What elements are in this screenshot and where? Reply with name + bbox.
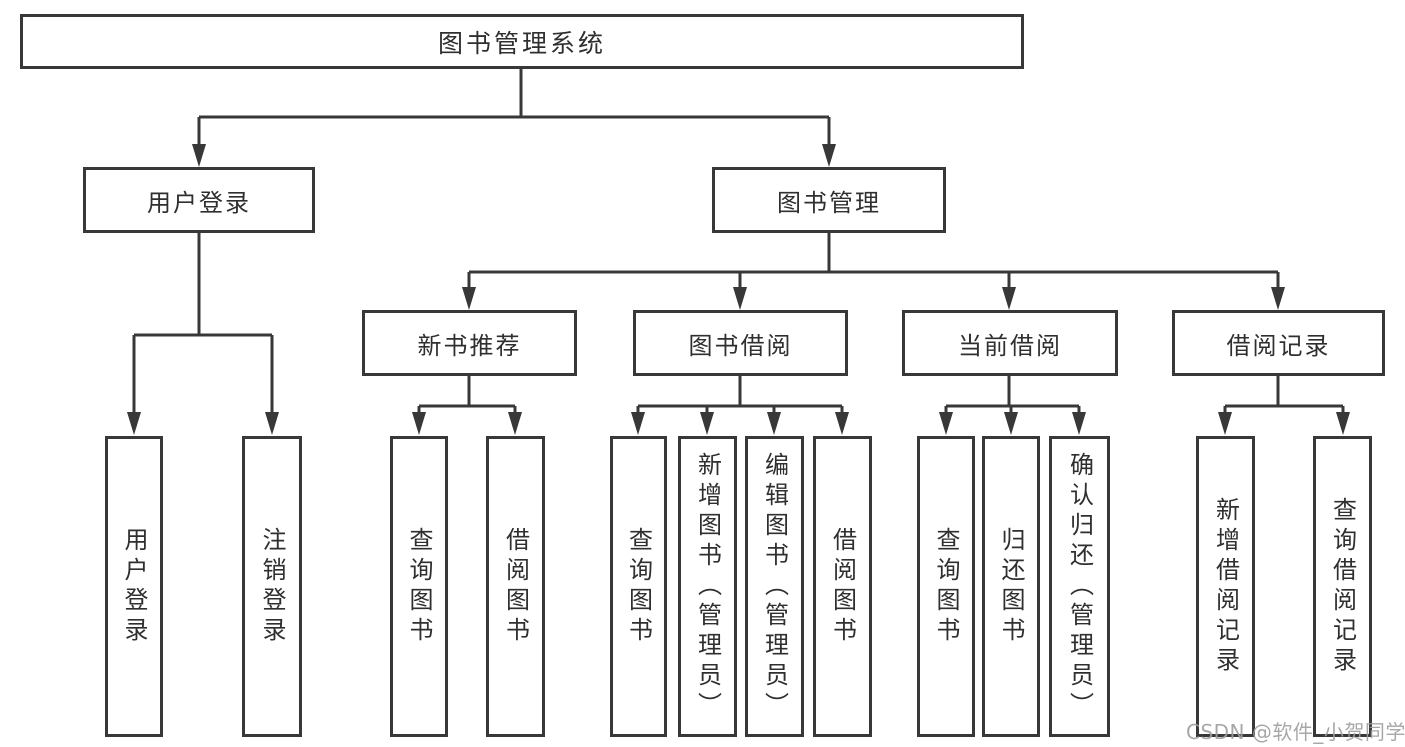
arrowhead-icon [265, 412, 279, 435]
arrowhead-icon [939, 412, 953, 435]
node-book-borrowing: 图书借阅 [633, 310, 848, 376]
leaf-query-books-current: 查询图书 [917, 436, 975, 737]
node-book-management: 图书管理 [712, 167, 946, 233]
arrowhead-icon [1004, 412, 1018, 435]
connector-root-to-level2 [192, 69, 836, 167]
arrowhead-icon [462, 287, 476, 310]
connector-book-borrow-to-leaves [631, 375, 849, 435]
leaf-return-books: 归还图书 [982, 436, 1040, 737]
connector-current-borrow-to-leaves [939, 375, 1086, 435]
arrowhead-icon [1271, 287, 1285, 310]
arrowhead-icon [1336, 412, 1350, 435]
arrowhead-icon [822, 144, 836, 167]
leaf-borrow-books-borrowing: 借阅图书 [813, 436, 872, 737]
node-borrowing-records: 借阅记录 [1172, 310, 1385, 376]
arrowhead-icon [700, 412, 714, 435]
arrowhead-icon [1072, 412, 1086, 435]
csdn-watermark: CSDN @软件_小贺同学 [1186, 720, 1405, 744]
leaf-confirm-return-admin: 确认归还（管理员） [1049, 436, 1110, 737]
leaf-add-books-admin: 新增图书（管理员） [678, 436, 737, 737]
connector-borrow-records-to-leaves [1218, 375, 1350, 435]
arrowhead-icon [508, 412, 522, 435]
arrowhead-icon [1218, 412, 1232, 435]
arrowhead-icon [631, 412, 645, 435]
node-new-book-recommend: 新书推荐 [362, 310, 577, 376]
connector-user-login-to-leaves [127, 232, 279, 435]
arrowhead-icon [835, 412, 849, 435]
arrowhead-icon [192, 144, 206, 167]
connector-new-book-rec-to-leaves [412, 375, 522, 435]
leaf-borrow-books-recommend: 借阅图书 [486, 436, 545, 737]
arrowhead-icon [412, 412, 426, 435]
leaf-query-books-borrowing: 查询图书 [610, 436, 667, 737]
node-root-system: 图书管理系统 [20, 14, 1024, 69]
connector-book-mgmt-to-level3 [462, 232, 1285, 310]
arrowhead-icon [767, 412, 781, 435]
leaf-logout: 注销登录 [242, 436, 302, 737]
arrowhead-icon [127, 412, 141, 435]
leaf-add-borrow-record: 新增借阅记录 [1196, 436, 1255, 737]
arrowhead-icon [1002, 287, 1016, 310]
node-user-login: 用户登录 [83, 167, 315, 233]
leaf-user-login: 用户登录 [105, 436, 163, 737]
leaf-query-books-recommend: 查询图书 [390, 436, 448, 737]
node-current-borrowing: 当前借阅 [902, 310, 1118, 376]
arrowhead-icon [733, 287, 747, 310]
leaf-edit-books-admin: 编辑图书（管理员） [745, 436, 804, 737]
leaf-query-borrow-record: 查询借阅记录 [1313, 436, 1372, 737]
